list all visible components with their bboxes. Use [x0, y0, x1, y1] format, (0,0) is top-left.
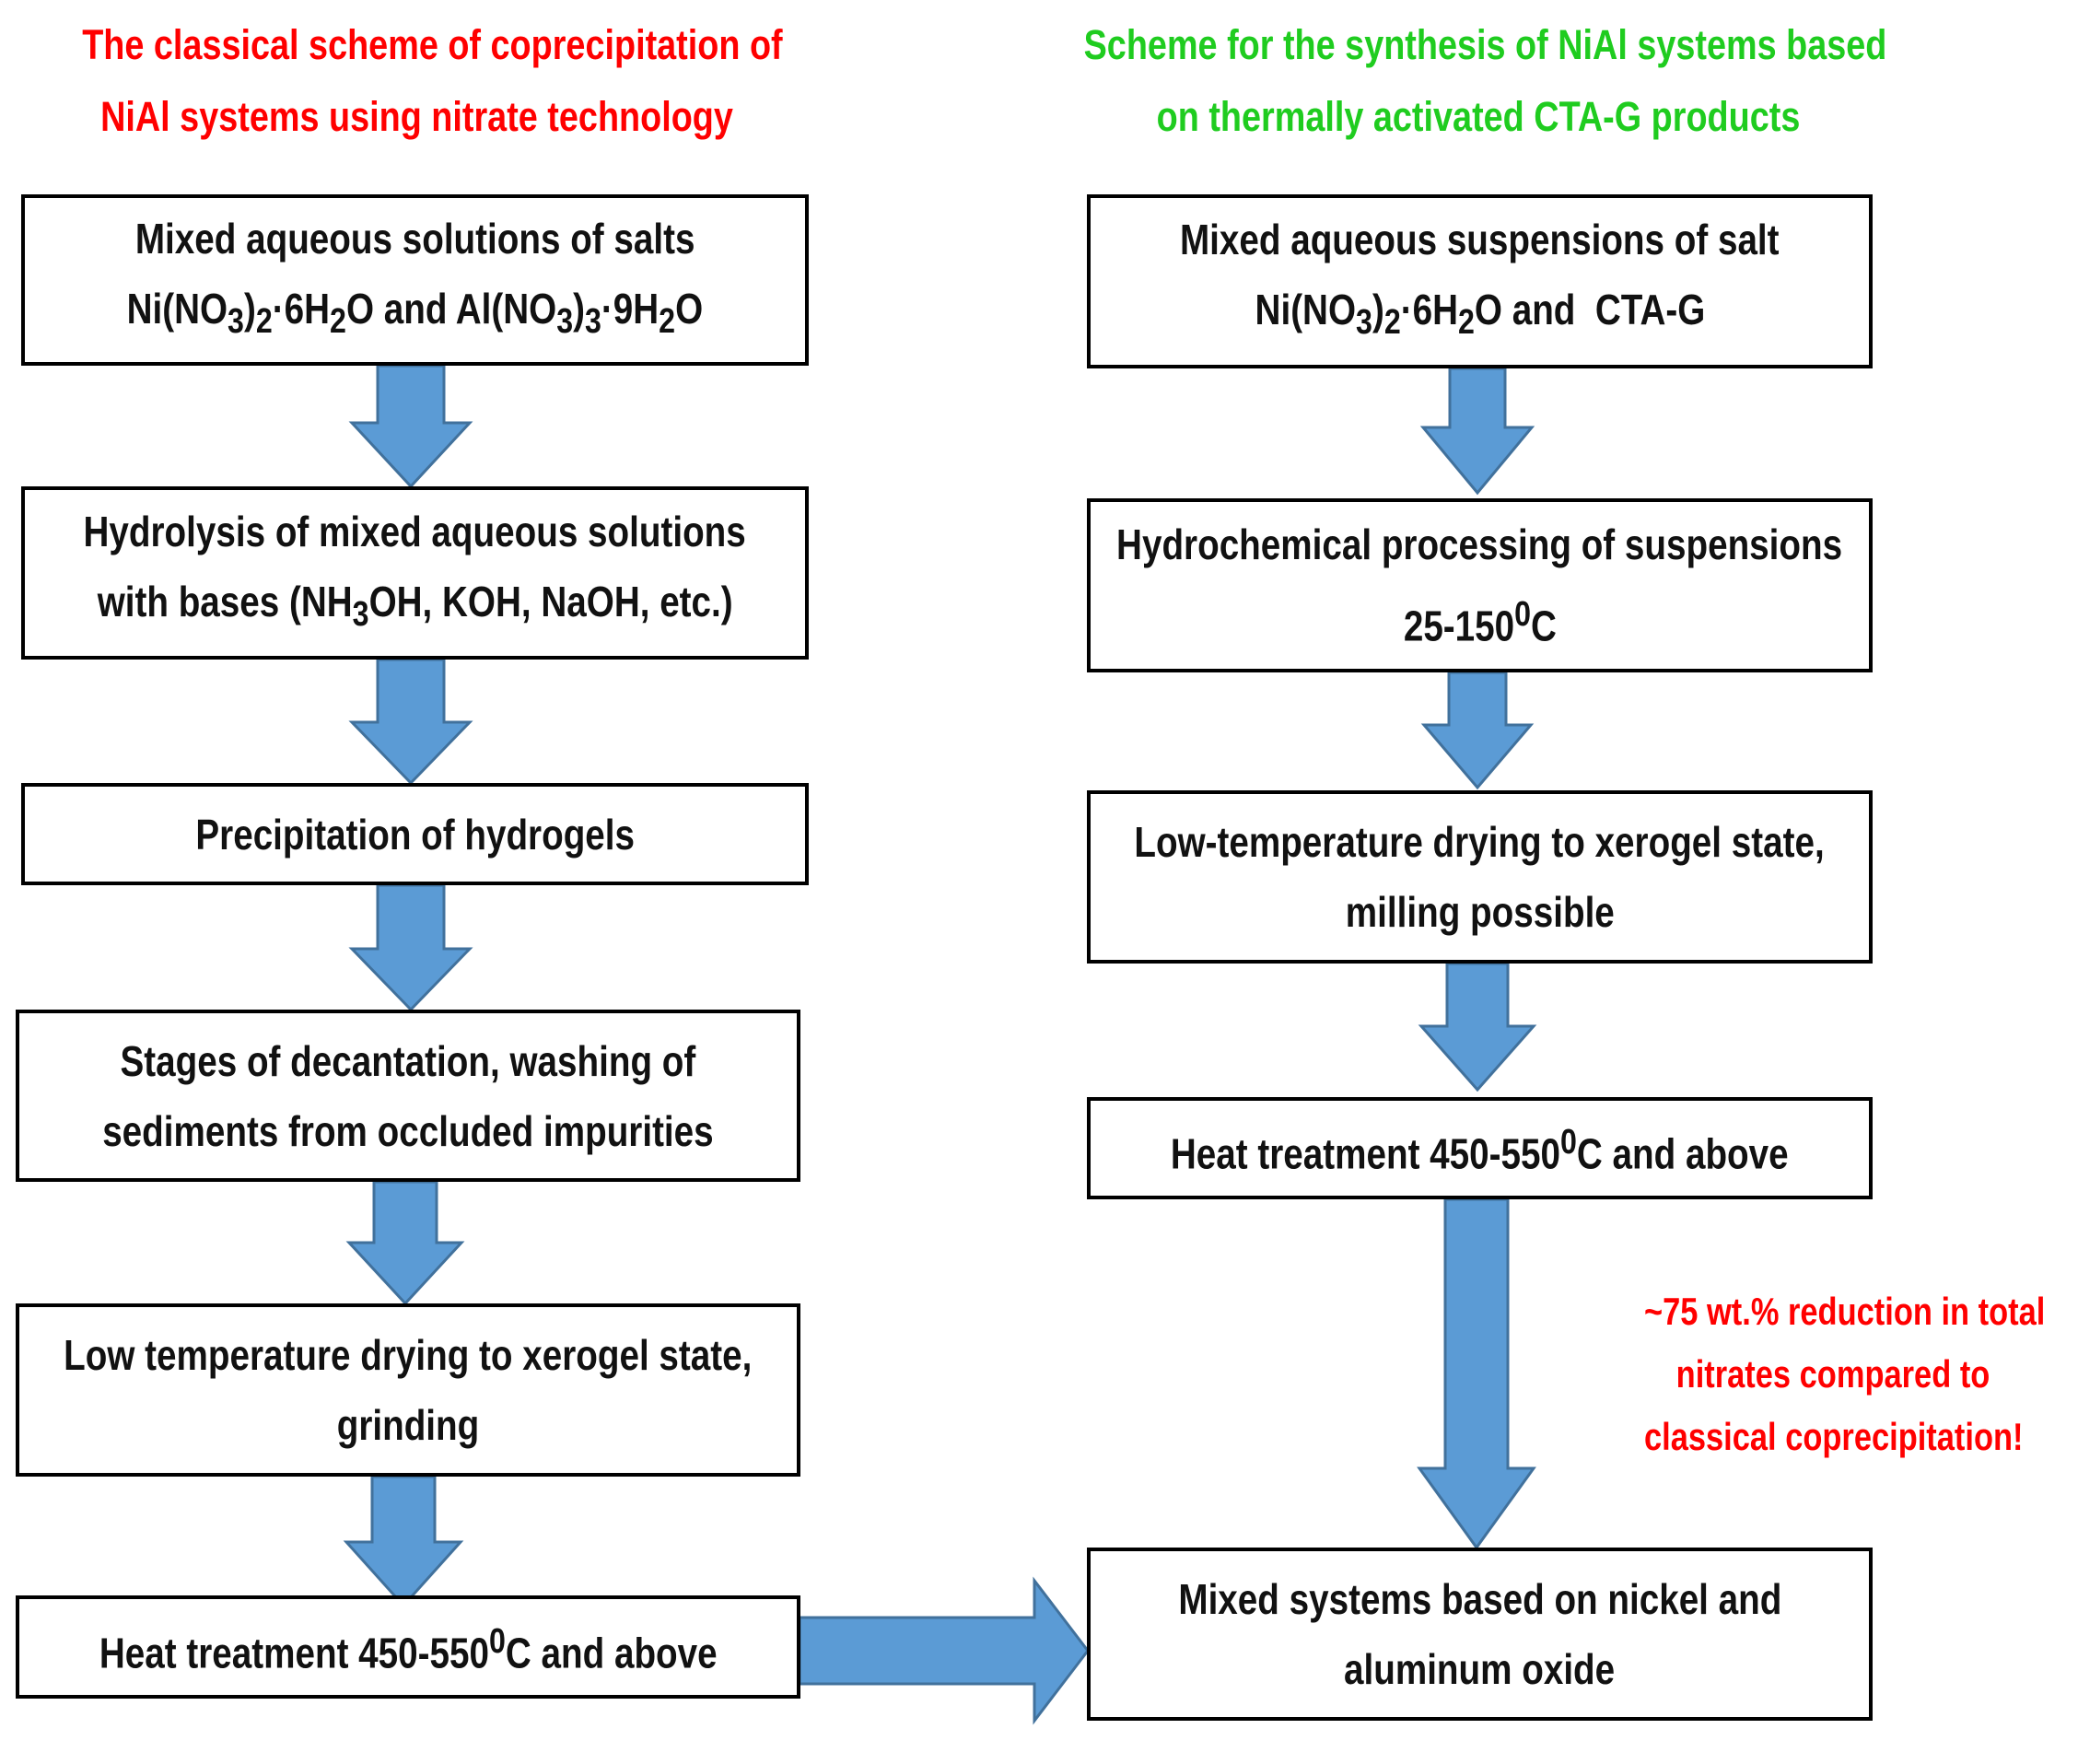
left-step4-line1: Stages of decantation, washing of — [120, 1036, 696, 1085]
right-step-drying: Low-temperature drying to xerogel state,… — [1087, 790, 1873, 964]
left-step2-line1: Hydrolysis of mixed aqueous solutions — [83, 507, 747, 555]
left-step-mixed-solutions: Mixed aqueous solutions of salts Ni(NO3)… — [21, 194, 809, 366]
right-step-heat-treatment: Heat treatment 450-5500C and above — [1087, 1097, 1873, 1199]
left-step2-line2: with bases (NH3OH, KOH, NaOH, etc.) — [97, 577, 733, 635]
arrow-right-long — [1417, 1197, 1536, 1550]
left-step1-line1: Mixed aqueous solutions of salts — [134, 214, 695, 263]
right-step1-line1: Mixed aqueous suspensions of salt — [1180, 216, 1780, 264]
left-step-decantation: Stages of decantation, washing of sedime… — [16, 1010, 800, 1182]
right-step2-line2: 25-1500C — [1403, 594, 1557, 650]
right-step3-line1: Low-temperature drying to xerogel state, — [1134, 818, 1826, 866]
note-line3: classical coprecipitation! — [1644, 1415, 2024, 1458]
arrow-left-3 — [348, 883, 473, 1012]
arrow-right-3 — [1418, 962, 1537, 1092]
left-title-line2: NiAl systems using nitrate technology — [100, 93, 733, 140]
arrow-left-5 — [343, 1475, 464, 1608]
nitrate-reduction-note: ~75 wt.% reduction in total nitrates com… — [1644, 1280, 2046, 1468]
arrow-right-1 — [1419, 367, 1535, 496]
arrow-left-1 — [348, 364, 473, 489]
left-step5-line1: Low temperature drying to xerogel state, — [64, 1331, 753, 1379]
left-step3-line1: Precipitation of hydrogels — [195, 810, 635, 859]
left-step1-line2: Ni(NO3)2·6H2O and Al(NO3)3·9H2O — [126, 284, 704, 342]
note-line2: nitrates compared to — [1675, 1352, 1990, 1396]
left-step-hydrolysis: Hydrolysis of mixed aqueous solutions wi… — [21, 486, 809, 660]
arrow-left-4 — [345, 1180, 465, 1306]
arrow-merge-horizontal — [798, 1576, 1090, 1725]
arrow-left-2 — [348, 658, 473, 786]
final-line1: Mixed systems based on nickel and — [1178, 1575, 1781, 1623]
final-line2: aluminum oxide — [1344, 1645, 1616, 1693]
right-title-line2: on thermally activated CTA-G products — [1156, 93, 1801, 140]
right-step1-line2: Ni(NO3)2·6H2O and CTA-G — [1255, 286, 1705, 343]
right-step4-line1: Heat treatment 450-5500C and above — [1171, 1122, 1789, 1178]
right-step-mixed-suspensions: Mixed aqueous suspensions of salt Ni(NO3… — [1087, 194, 1873, 368]
right-title-line1: Scheme for the synthesis of NiAl systems… — [1083, 21, 1887, 68]
right-title: Scheme for the synthesis of NiAl systems… — [1083, 9, 1887, 153]
left-step6-line1: Heat treatment 450-5500C and above — [99, 1620, 718, 1677]
left-step4-line2: sediments from occluded impurities — [102, 1106, 714, 1155]
note-line1: ~75 wt.% reduction in total — [1644, 1290, 2046, 1333]
final-mixed-systems: Mixed systems based on nickel and alumin… — [1087, 1548, 1873, 1721]
right-step2-line1: Hydrochemical processing of suspensions — [1116, 520, 1843, 569]
right-step3-line2: milling possible — [1345, 888, 1615, 936]
arrow-right-2 — [1420, 671, 1535, 790]
left-title-line1: The classical scheme of coprecipitation … — [82, 21, 783, 68]
left-step-heat-treatment: Heat treatment 450-5500C and above — [16, 1595, 800, 1699]
left-step5-line2: grinding — [336, 1401, 480, 1449]
left-step-drying: Low temperature drying to xerogel state,… — [16, 1303, 800, 1477]
left-step-precipitation: Precipitation of hydrogels — [21, 783, 809, 885]
right-step-hydrochemical: Hydrochemical processing of suspensions … — [1087, 498, 1873, 672]
left-title: The classical scheme of coprecipitation … — [82, 9, 783, 153]
